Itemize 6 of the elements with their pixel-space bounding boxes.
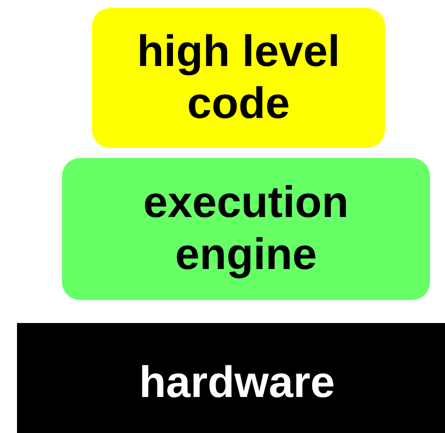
- box-label: hardware: [139, 357, 335, 409]
- box-label: high level code: [136, 26, 341, 130]
- code-box: [92, 8, 385, 148]
- hardware-box: [17, 323, 445, 433]
- box-label: execution engine: [142, 177, 350, 281]
- engine-box: [62, 158, 430, 300]
